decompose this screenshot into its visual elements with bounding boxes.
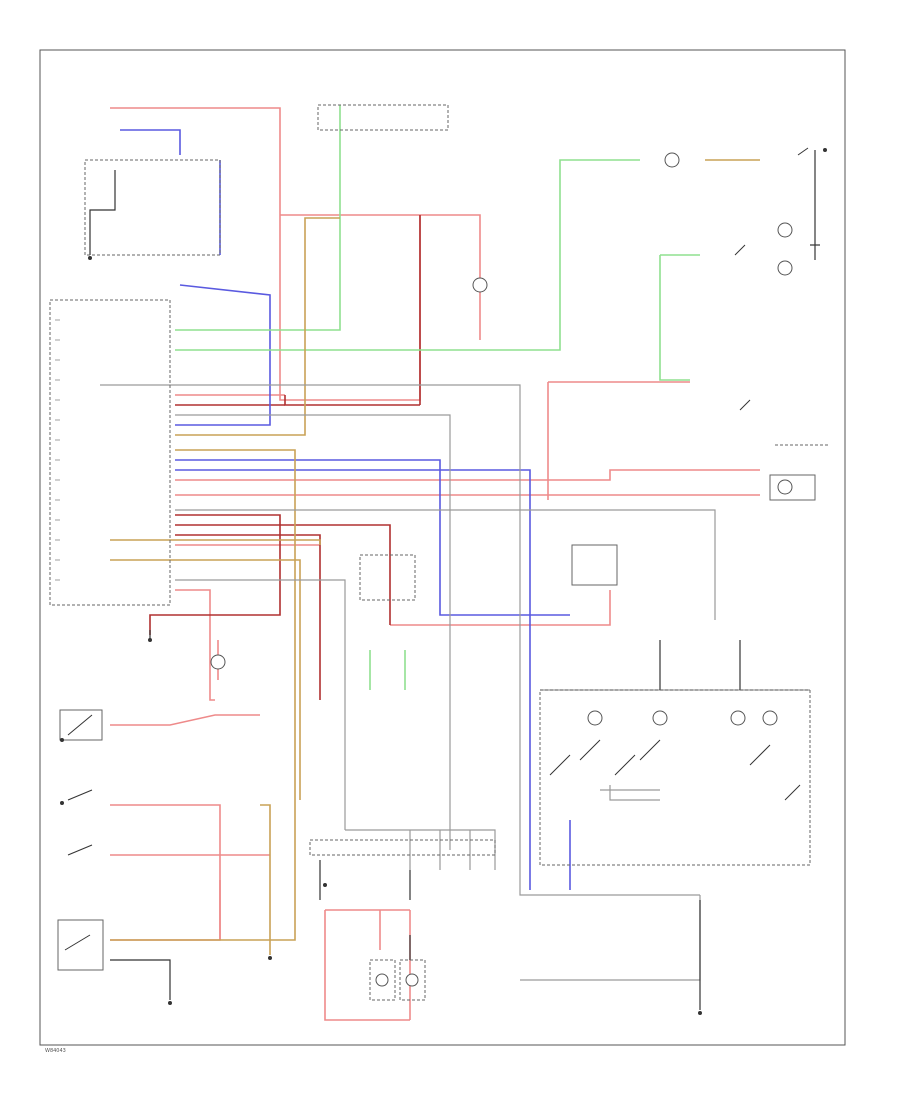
ground-icon bbox=[823, 148, 827, 152]
lamp-box-b bbox=[399, 959, 426, 1001]
lamp-icon bbox=[210, 654, 226, 670]
door-lock-actuator-frame bbox=[539, 689, 811, 866]
junction-box-center bbox=[359, 554, 416, 601]
ground-icon bbox=[323, 883, 327, 887]
ground-icon bbox=[60, 801, 64, 805]
blue-wires bbox=[120, 129, 571, 890]
lamp-icon bbox=[664, 152, 680, 168]
lamp-box-a bbox=[369, 959, 396, 1001]
relay-right bbox=[571, 544, 618, 586]
ground-icon bbox=[60, 738, 64, 742]
ground-icon bbox=[268, 956, 272, 960]
relay-box-top bbox=[84, 159, 221, 256]
lamp-icon bbox=[375, 973, 389, 987]
ground-symbols bbox=[60, 148, 827, 1015]
dark-red-wires bbox=[149, 215, 421, 700]
control-module-box bbox=[49, 299, 171, 606]
module-pins bbox=[55, 319, 60, 581]
lamp-icon bbox=[777, 222, 793, 238]
lamp-icon bbox=[777, 260, 793, 276]
diagram-frame bbox=[39, 49, 846, 1046]
components bbox=[49, 104, 830, 1001]
motor-icon bbox=[762, 710, 778, 726]
lamp-icon bbox=[405, 973, 419, 987]
lamp-icon bbox=[472, 277, 488, 293]
gray-wires bbox=[100, 384, 810, 981]
switch-contacts bbox=[64, 147, 809, 951]
ground-icon bbox=[698, 1011, 702, 1015]
ground-icon bbox=[148, 638, 152, 642]
lamp-icon bbox=[777, 479, 793, 495]
fuse-block-top bbox=[317, 104, 449, 131]
tan-wires bbox=[110, 159, 760, 955]
switch-box-bottom-left bbox=[57, 919, 104, 971]
ground-icon bbox=[168, 1001, 172, 1005]
black-wires bbox=[89, 150, 820, 1010]
green-wires bbox=[175, 105, 700, 690]
lamp-symbols bbox=[210, 152, 793, 987]
ground-icon bbox=[88, 256, 92, 260]
motor-icon bbox=[730, 710, 746, 726]
horn-box bbox=[769, 474, 816, 501]
footer-code: W84043 bbox=[45, 1048, 66, 1054]
motor-icon bbox=[587, 710, 603, 726]
switch-box-lower-left bbox=[59, 709, 103, 741]
motor-icon bbox=[652, 710, 668, 726]
connector-center-bottom bbox=[309, 839, 496, 856]
red-wires bbox=[110, 107, 760, 1021]
